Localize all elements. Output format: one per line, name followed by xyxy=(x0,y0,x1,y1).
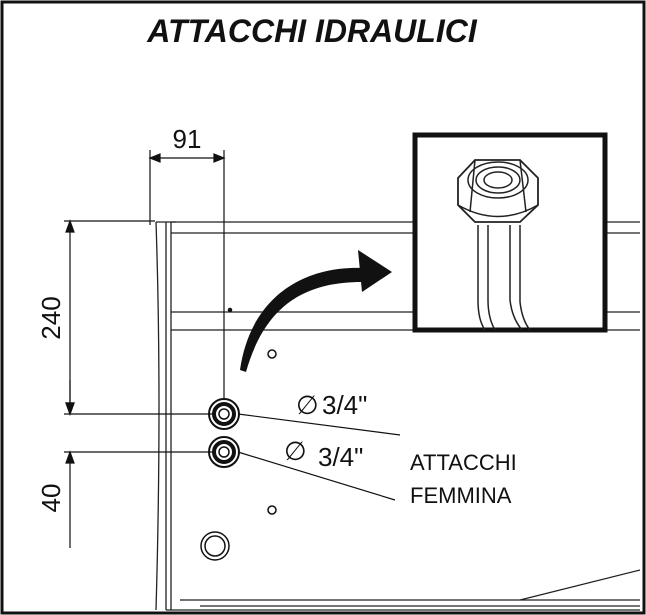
dim-height-240: 240 xyxy=(36,296,66,339)
detail-box xyxy=(412,132,608,333)
dim-height-40: 40 xyxy=(36,484,66,513)
diameter-symbol-lower: ∅ xyxy=(284,436,307,466)
drain-inner xyxy=(204,535,226,557)
unit-body xyxy=(155,221,641,611)
label-femmina: FEMMINA xyxy=(410,483,512,508)
small-holes xyxy=(200,307,277,561)
hole-lower xyxy=(267,505,277,515)
drain-outer xyxy=(200,531,230,561)
fitting-icon xyxy=(457,159,539,331)
drawing-title: ATTACCHI IDRAULICI xyxy=(146,13,478,49)
curved-arrow-icon xyxy=(240,250,392,372)
dimension-lines xyxy=(64,150,401,548)
dim-width-91: 91 xyxy=(173,124,202,154)
size-upper: 3/4" xyxy=(322,390,367,420)
label-attacchi: ATTACCHI xyxy=(410,450,517,475)
diameter-symbol-upper: ∅ xyxy=(296,390,319,420)
size-lower: 3/4" xyxy=(318,442,363,472)
hole-upper xyxy=(267,349,277,359)
